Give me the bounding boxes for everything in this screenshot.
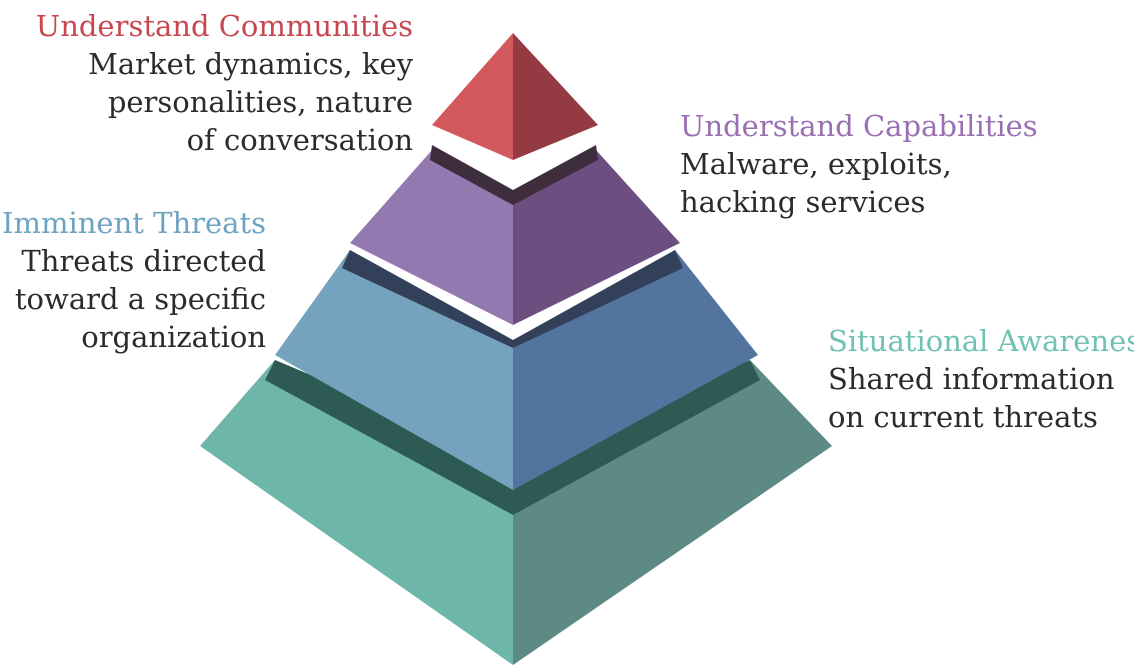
tier-desc-awareness-line-2: on current threats [828, 400, 1098, 434]
tier-capabilities-block [350, 150, 680, 325]
tier-communities-base-shadow [430, 145, 598, 205]
tier-capabilities-base-shadow [342, 250, 683, 348]
tier-desc-capabilities-line-1: Malware, exploits, [680, 147, 952, 181]
label-situational-awareness: Situational Awareness Shared information… [828, 322, 1134, 436]
tier-desc-threats-line-1: Threats directed [21, 244, 266, 278]
tier-capabilities-left-face [350, 150, 513, 325]
tier-communities-left-face [432, 33, 513, 160]
tier-communities-block [432, 33, 598, 160]
tier-capabilities-right-face [513, 150, 680, 325]
tier-title-awareness: Situational Awareness [828, 324, 1134, 358]
label-understand-communities: Understand Communities Market dynamics, … [36, 7, 413, 159]
tier-desc-awareness-line-1: Shared information [828, 362, 1115, 396]
label-understand-capabilities: Understand Capabilities Malware, exploit… [680, 107, 1038, 221]
tier-desc-communities-line-3: of conversation [186, 123, 413, 157]
tier-desc-capabilities-line-2: hacking services [680, 185, 926, 219]
tier-threats-left-face [275, 250, 513, 490]
tier-title-capabilities: Understand Capabilities [680, 109, 1038, 143]
tier-desc-communities-line-2: personalities, nature [107, 85, 413, 119]
tier-communities-right-face [513, 33, 598, 160]
tier-desc-communities-line-1: Market dynamics, key [88, 47, 413, 81]
tier-title-threats: Imminent Threats [2, 206, 266, 240]
tier-desc-threats-line-2: toward a specific [14, 282, 266, 316]
tier-title-communities: Understand Communities [35, 9, 413, 43]
tier-desc-threats-line-3: organization [81, 320, 266, 354]
label-imminent-threats: Imminent Threats Threats directed toward… [2, 204, 266, 356]
